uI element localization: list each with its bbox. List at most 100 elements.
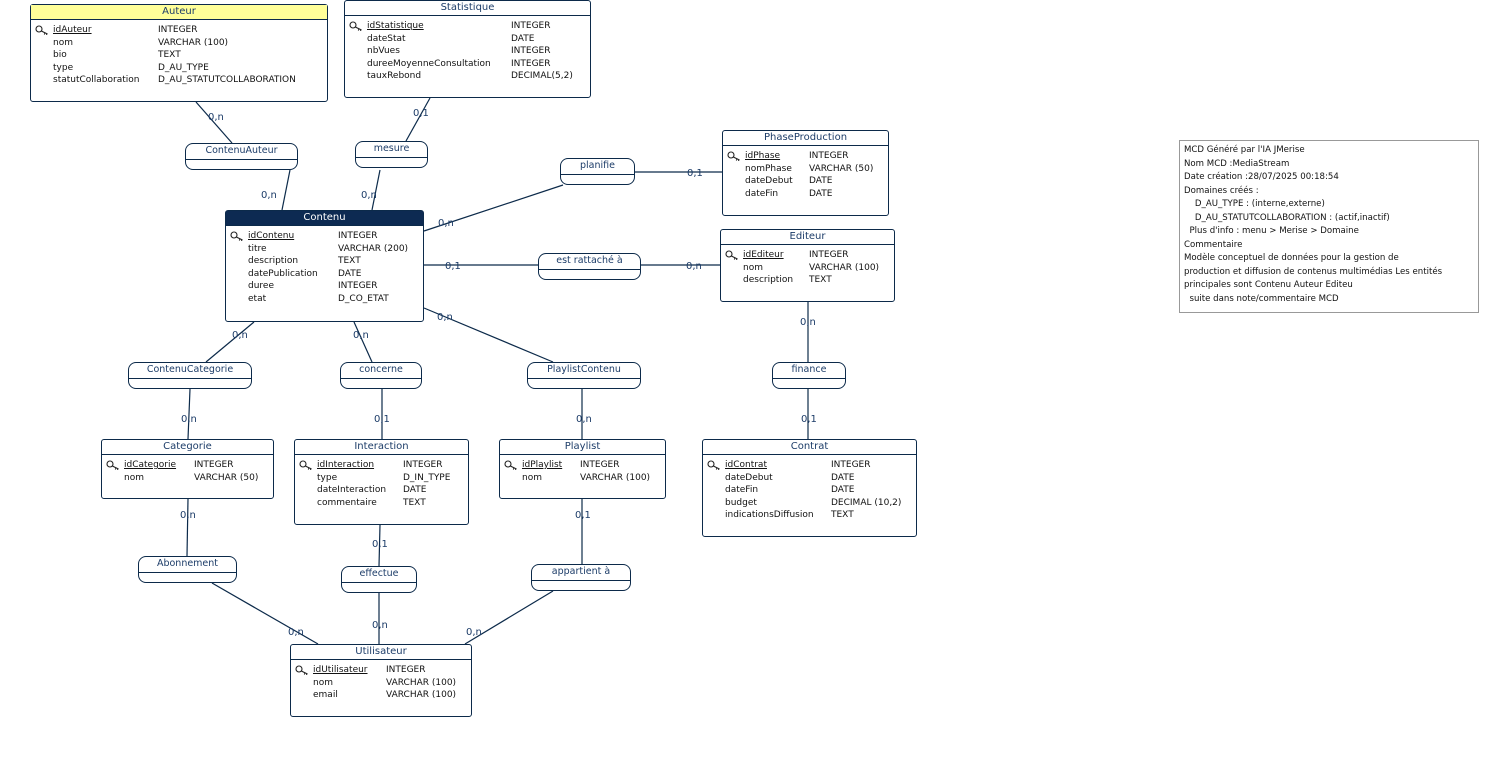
attribute-row: type D_AU_TYPE [31,62,327,75]
attribute-type: DECIMAL (10,2) [831,497,902,508]
cardinality-label: 0,n [466,627,482,638]
attribute-type: VARCHAR (50) [194,472,259,483]
attribute-name: tauxRebond [367,71,422,82]
association-label: appartient à [551,566,611,577]
cardinality-label: 0,n [353,330,369,341]
key-icon [35,25,49,36]
association-label: ContenuAuteur [205,145,278,156]
attribute-name: type [53,62,74,73]
attribute-name: dureeMoyenneConsultation [367,58,491,69]
attribute-type: DATE [338,268,362,279]
association-abonnement[interactable]: Abonnement [138,556,237,583]
attribute-type: VARCHAR (100) [386,677,457,688]
attribute-name: idContrat [725,460,767,470]
attribute-type: TEXT [158,50,181,61]
attribute-row: duree INTEGER [226,280,423,293]
attribute-type: INTEGER [580,460,620,470]
attribute-type: INTEGER [338,231,378,241]
attribute-row: tauxRebond DECIMAL(5,2) [345,70,590,83]
attribute-type: DATE [809,176,833,187]
link-line [281,169,291,211]
cardinality-label: 0,n [261,190,277,201]
cardinality-label: 0,n [181,414,197,425]
attribute-name: etat [248,293,267,304]
association-finance[interactable]: finance [772,362,846,389]
attribute-type: TEXT [338,256,361,267]
association-planifie[interactable]: planifie [560,158,635,185]
attribute-name: dateStat [367,33,406,44]
association-appartient[interactable]: appartient à [531,564,631,591]
cardinality-label: 0,1 [413,108,429,119]
key-icon [106,460,120,471]
attribute-type: DATE [831,472,855,483]
entity-title: Auteur [31,5,327,20]
attribute-type: INTEGER [403,460,443,470]
attribute-type: D_AU_TYPE [158,62,209,73]
cardinality-label: 0,n [180,510,196,521]
association-concerne[interactable]: concerne [340,362,422,389]
info-line: D_AU_STATUTCOLLABORATION : (actif,inacti… [1184,212,1390,223]
link-line [205,321,255,363]
association-divider [773,378,845,379]
info-line: D_AU_TYPE : (interne,externe) [1184,199,1325,209]
attribute-name: statutCollaboration [53,75,140,86]
attribute-name: nbVues [367,46,400,57]
info-line: production et diffusion de contenus mult… [1184,266,1443,277]
cardinality-label: 0,1 [687,168,703,179]
association-playlistcontenu[interactable]: PlaylistContenu [527,362,641,389]
cardinality-label: 0,n [232,330,248,341]
attribute-type: INTEGER [511,21,551,31]
attribute-name: dateFin [725,485,759,496]
attribute-name: idCategorie [124,460,177,470]
entity-title: Categorie [102,440,273,455]
association-label: Abonnement [156,558,219,569]
key-icon [504,460,518,471]
info-line: suite dans note/commentaire MCD [1184,293,1339,304]
attribute-type: INTEGER [338,281,378,292]
attribute-type: TEXT [403,497,426,508]
association-mesure[interactable]: mesure [355,141,428,168]
entity-title: Editeur [721,230,894,245]
association-estrattache[interactable]: est rattaché à [538,253,641,280]
attribute-name: idInteraction [317,460,375,470]
entity-title: Contrat [703,440,916,455]
attribute-name: dateFin [745,188,779,199]
attribute-name: description [743,275,794,286]
key-icon [727,151,741,162]
info-line: Commentaire [1184,239,1243,250]
association-effectue[interactable]: effectue [341,566,417,593]
association-label: est rattaché à [556,255,623,266]
link-line [464,590,554,645]
attribute-type: INTEGER [831,460,871,470]
primary-key-row: idInteraction INTEGER [295,459,468,472]
attribute-type: DECIMAL(5,2) [511,71,573,82]
link-line [187,388,191,440]
association-contenuauteur[interactable]: ContenuAuteur [185,143,298,170]
link-line [371,169,381,211]
association-contenucategorie[interactable]: ContenuCategorie [128,362,252,389]
attribute-name: duree [248,281,274,292]
